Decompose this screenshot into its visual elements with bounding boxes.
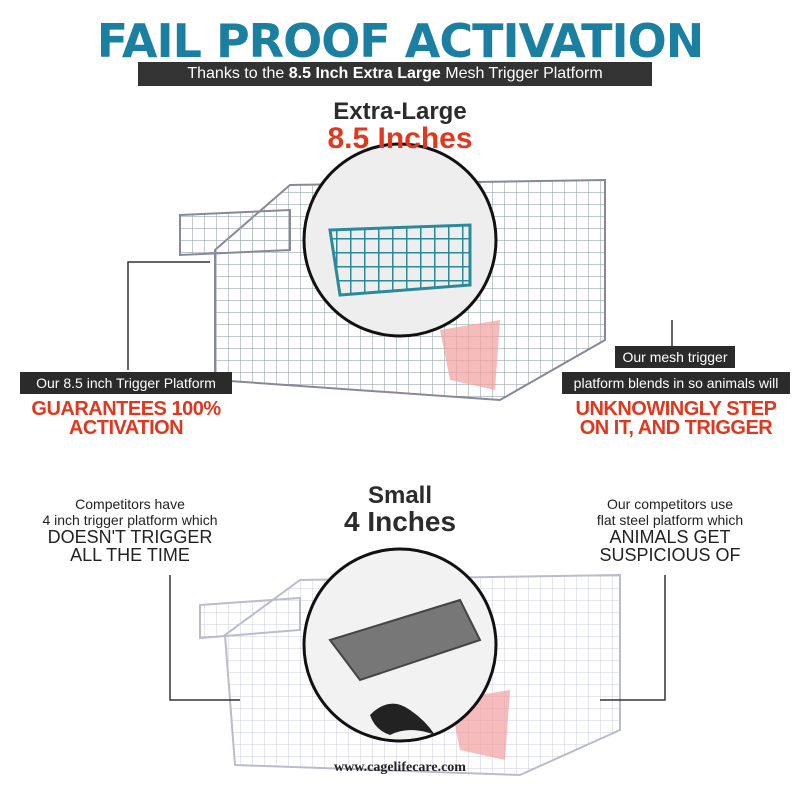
- large-trigger-cage: [179, 142, 606, 402]
- large-size-label: Extra-Large: [333, 98, 467, 125]
- competitor-left-text: Competitors have 4 inch trigger platform…: [20, 496, 240, 564]
- text-line: flat steel platform which: [596, 512, 744, 528]
- text-line: SUSPICIOUS OF: [599, 545, 741, 565]
- text-line: ALL THE TIME: [70, 545, 190, 565]
- competitor-right-text: Our competitors use flat steel platform …: [560, 496, 780, 564]
- text-line: ANIMALS GET: [609, 527, 731, 547]
- right-red-callout: UNKNOWINGLY STEP ON IT, AND TRIGGER: [552, 398, 800, 439]
- right-trigger-label-1: Our mesh trigger: [615, 346, 735, 368]
- small-size-label: Small: [367, 482, 433, 509]
- large-size-value: 8.5 Inches: [327, 122, 473, 155]
- website-url: www.cagelifecare.com: [334, 760, 466, 775]
- page-title: FAIL PROOF ACTIVATION: [96, 14, 704, 68]
- callout-line: GUARANTEES 100%: [31, 398, 221, 420]
- brand-logo: [370, 703, 435, 735]
- left-red-callout: GUARANTEES 100% ACTIVATION: [10, 398, 242, 439]
- callout-line: ON IT, AND TRIGGER: [579, 417, 773, 439]
- text-line: 4 inch trigger platform which: [42, 512, 218, 528]
- callout-line: UNKNOWINGLY STEP: [575, 398, 777, 420]
- subtitle-bar: Thanks to the 8.5 Inch Extra Large Mesh …: [138, 62, 652, 86]
- callout-line: ACTIVATION: [68, 417, 184, 439]
- text-line: Competitors have: [75, 496, 185, 512]
- small-size-value: 4 Inches: [343, 506, 457, 537]
- subtitle-bold: 8.5 Inch Extra Large: [288, 65, 441, 82]
- left-trigger-label: Our 8.5 inch Trigger Platform: [20, 372, 232, 394]
- subtitle-text: Thanks to the: [187, 65, 289, 82]
- subtitle-text-end: Mesh Trigger Platform: [440, 65, 603, 82]
- right-trigger-label-2: platform blends in so animals will: [562, 372, 790, 394]
- text-line: DOESN'T TRIGGER: [47, 527, 213, 547]
- text-line: Our competitors use: [606, 496, 734, 512]
- small-trigger-cage: [199, 547, 621, 777]
